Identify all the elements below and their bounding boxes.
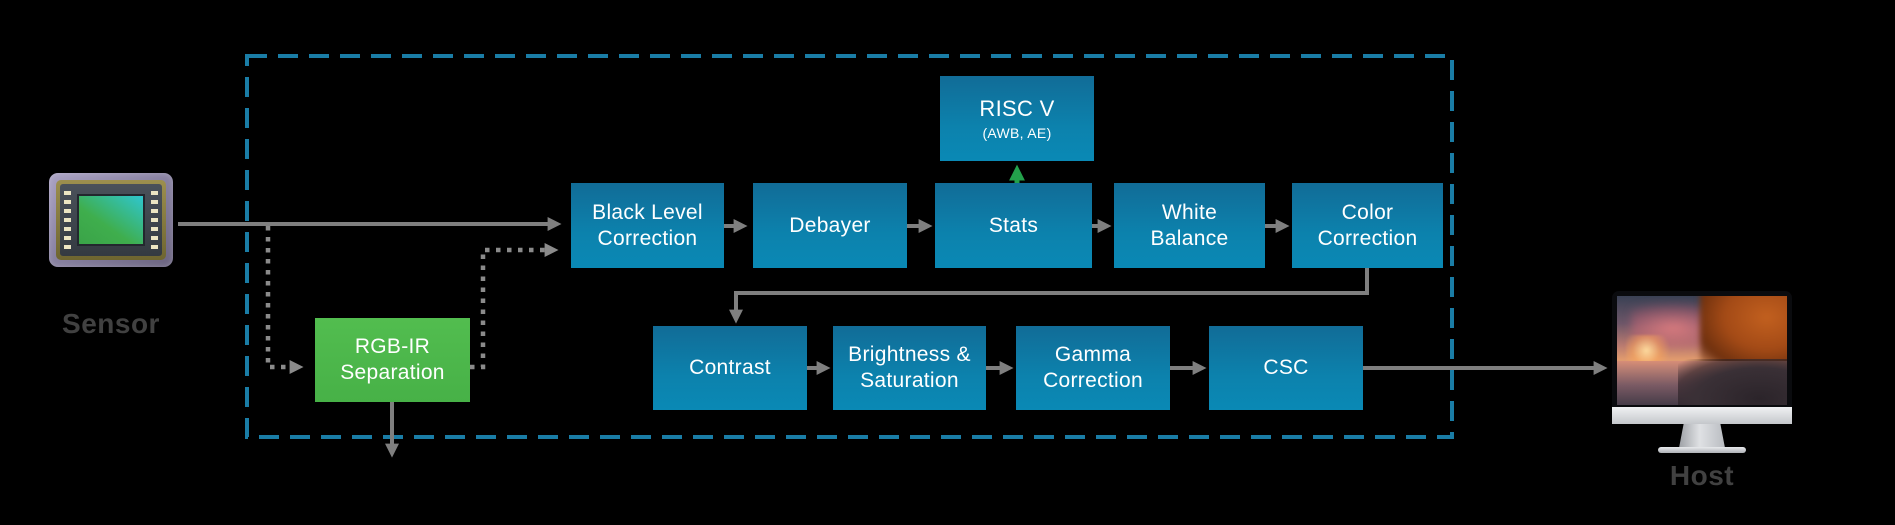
block-label: Debayer (789, 213, 871, 237)
isp-boundary-dashed-box (245, 54, 1454, 439)
monitor-screen-image (1617, 296, 1787, 405)
monitor-chin (1612, 407, 1792, 424)
monitor-stand (1679, 424, 1725, 448)
sensor-active-area (77, 194, 145, 246)
block-label: Black Level Correction (592, 200, 703, 250)
block-black-level-correction: Black Level Correction (571, 183, 724, 268)
block-color-correction: Color Correction (1292, 183, 1443, 268)
monitor-screen (1612, 291, 1792, 407)
sensor-icon (49, 173, 173, 267)
block-label: White Balance (1150, 200, 1229, 250)
arrow-color-correction-to-contrast (729, 268, 1369, 324)
sensor-chip-die (60, 184, 162, 256)
block-white-balance: White Balance (1114, 183, 1265, 268)
block-gamma-correction: Gamma Correction (1016, 326, 1170, 410)
setting-sun (1625, 335, 1677, 366)
riscv-subtitle: (AWB, AE) (982, 124, 1052, 141)
sensor-bond-pads-left (64, 191, 71, 249)
host-monitor-icon (1612, 291, 1792, 453)
block-label: Color Correction (1317, 200, 1418, 250)
block-brightness-saturation: Brightness & Saturation (833, 326, 986, 410)
dotted-rgbir-to-black-level (470, 243, 559, 370)
host-label: Host (1669, 460, 1735, 491)
block-debayer: Debayer (753, 183, 907, 268)
block-contrast: Contrast (653, 326, 807, 410)
block-label: Contrast (689, 356, 771, 379)
sensor-bond-pads-right (151, 191, 158, 249)
block-csc: CSC (1209, 326, 1363, 410)
block-label: Stats (988, 213, 1039, 237)
block-rgb-ir-separation: RGB-IR Separation (315, 318, 470, 402)
sensor-label: Sensor (62, 308, 160, 339)
block-label: CSC (1263, 356, 1309, 379)
autumn-trees (1699, 296, 1787, 369)
block-label: RGB-IR Separation (340, 335, 445, 384)
shore-rocks (1678, 358, 1787, 405)
monitor-base (1658, 447, 1746, 453)
dotted-sensor-branch-to-rgbir (265, 226, 304, 374)
riscv-title: RISC V (979, 95, 1055, 121)
block-label: Gamma Correction (1043, 343, 1143, 392)
block-label: Brightness & Saturation (848, 343, 971, 392)
block-risc-v: RISC V (AWB, AE) (940, 76, 1094, 161)
block-stats: Stats (935, 183, 1092, 268)
